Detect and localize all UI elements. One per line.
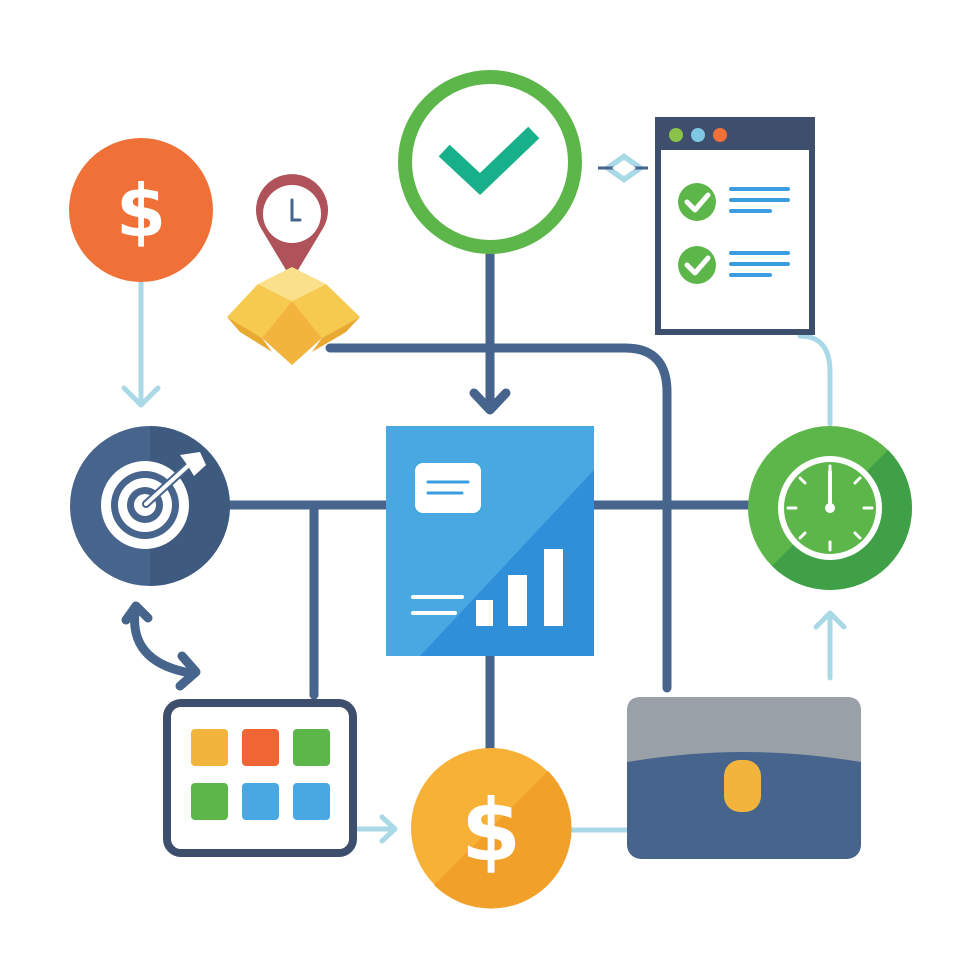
orange-coin-symbol: $ [116,169,166,253]
report-chart-card-icon [386,426,594,656]
briefcase-to-timer-arrowhead [813,610,847,630]
light-connectors [121,279,847,844]
orange-dollar-coin-icon: $ [69,138,213,282]
timer-to-window-line [797,333,833,427]
location-clock-pin-icon [255,174,328,280]
tablet-to-coin-arrowhead [379,814,398,844]
green-stopwatch-icon [748,426,912,590]
coin-to-target-arrowhead [121,385,161,408]
yellow-coin-symbol: $ [461,781,521,881]
color-grid-tablet-icon [163,699,357,857]
yellow-dollar-coin-icon: $ [411,748,572,909]
diamond-connector-icon [598,153,648,183]
checklist-window-icon [655,117,815,335]
connector-lines [223,247,757,757]
target-dart-icon [70,426,230,586]
swap-arrows-icon [121,601,201,691]
briefcase-icon [627,697,861,859]
box-to-briefcase-line [325,343,672,693]
green-checkmark-circle-icon [398,70,582,254]
open-box-icon [227,267,360,365]
down-arrowhead [469,388,511,415]
